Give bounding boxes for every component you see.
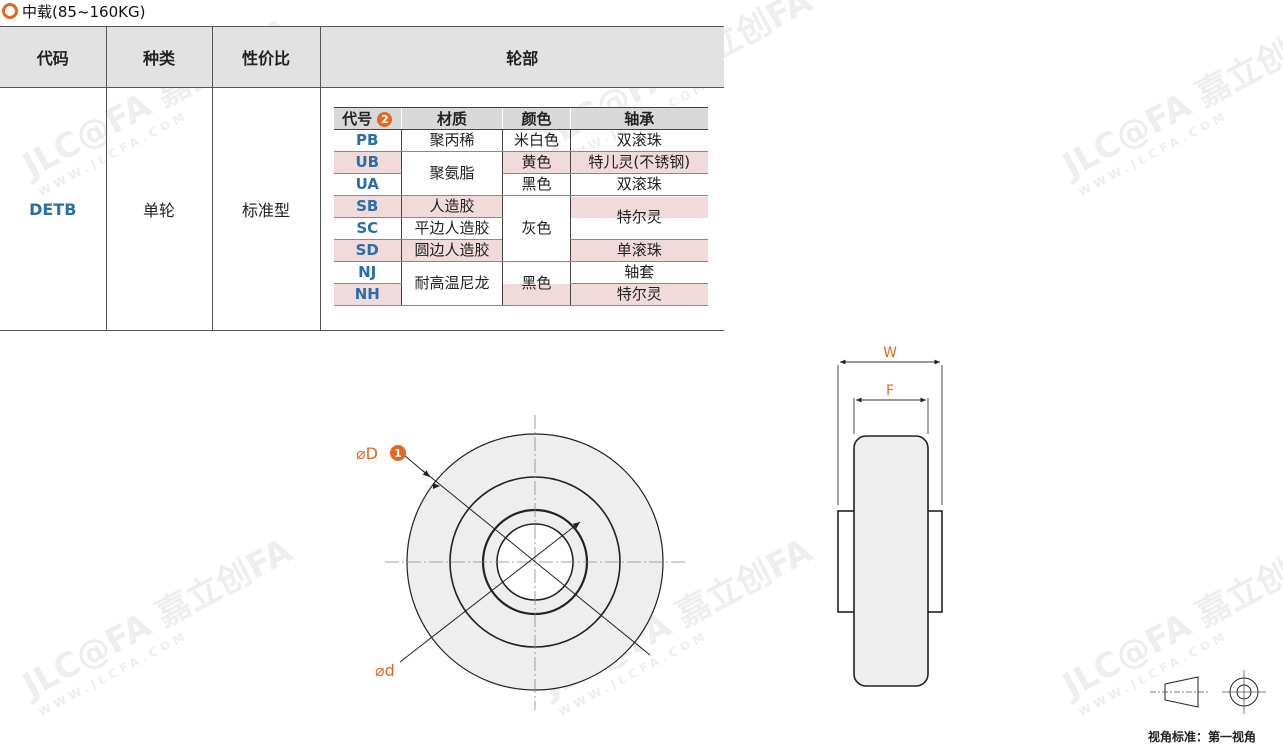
- wheel-bearing: 特尔灵: [570, 283, 708, 306]
- wheel-material: 人造胶: [401, 195, 503, 218]
- wheel-material: 圆边人造胶: [401, 239, 503, 262]
- value-cell: 标准型: [211, 87, 320, 331]
- spec-table: 代码 种类 性价比 轮部 DETB 单轮 标准型 代号 2 材质 颜色 轴承: [0, 26, 724, 331]
- wheel-bearing: 轴套: [570, 261, 708, 284]
- wheel-row: SB 人造胶 灰色 特尔灵: [333, 195, 708, 262]
- wheel-options-table: 代号 2 材质 颜色 轴承 PB 聚丙稀 米白色 双滚珠: [333, 107, 708, 306]
- wheel-header-bearing: 轴承: [570, 107, 708, 130]
- wheel-row: NJ 耐高温尼龙 黑色 轴套: [333, 261, 708, 306]
- wheel-material: 聚氨脂: [401, 151, 503, 196]
- wheel-bearing: 特儿灵(不锈钢): [570, 151, 708, 174]
- wheel-code: UB: [333, 151, 402, 174]
- wheel-row: PB 聚丙稀 米白色 双滚珠: [333, 129, 708, 152]
- width-F-label: F: [886, 383, 894, 399]
- first-angle-projection-icon: [1150, 670, 1266, 714]
- kind-cell: 单轮: [105, 87, 212, 331]
- wheel-code: SC: [333, 217, 402, 240]
- wheel-header-code: 代号 2: [333, 107, 402, 130]
- wheel-code: NJ: [333, 261, 402, 284]
- wheel-color: 米白色: [502, 129, 571, 152]
- wheel-code: PB: [333, 129, 402, 152]
- width-W-label: W: [883, 345, 897, 361]
- circle-bullet-icon: [2, 3, 18, 19]
- wheel-bearing: 单滚珠: [570, 239, 708, 262]
- wheel-header-color: 颜色: [502, 107, 571, 130]
- front-view: [385, 415, 685, 710]
- header-wheel: 轮部: [319, 26, 724, 88]
- dia-D-label: ⌀D: [356, 444, 378, 463]
- svg-text:1: 1: [394, 447, 402, 460]
- wheel-code: UA: [333, 173, 402, 196]
- view-standard-label: 视角标准：第一视角: [1148, 730, 1257, 744]
- wheel-bearing: 双滚珠: [570, 173, 708, 196]
- header-code: 代码: [0, 26, 106, 88]
- side-view: [837, 359, 943, 687]
- wheel-code: SB: [333, 195, 402, 218]
- wheel-material: 聚丙稀: [401, 129, 503, 152]
- wheel-header-row: 代号 2 材质 颜色 轴承: [333, 107, 708, 130]
- wheel-code: NH: [333, 283, 402, 306]
- note-1-badge: 1: [390, 445, 406, 461]
- spec-header-row: 代码 种类 性价比 轮部: [0, 26, 724, 88]
- wheel-row: SC 平边人造胶: [333, 217, 708, 240]
- note-2-badge: 2: [377, 112, 393, 127]
- wheel-row: UA 黑色 双滚珠: [333, 173, 708, 196]
- spec-row: DETB 单轮 标准型 代号 2 材质 颜色 轴承: [0, 87, 724, 331]
- section-heading: 中载(85~160KG): [2, 0, 145, 22]
- wheel-bearing: 双滚珠: [570, 129, 708, 152]
- wheel-cell: 代号 2 材质 颜色 轴承 PB 聚丙稀 米白色 双滚珠: [319, 87, 724, 331]
- wheel-row: NH 特尔灵: [333, 283, 708, 306]
- wheel-color: 黄色: [502, 151, 571, 174]
- wheel-row: UB 聚氨脂 黄色 特儿灵(不锈钢): [333, 151, 708, 196]
- wheel-material: 耐高温尼龙: [401, 261, 503, 306]
- dia-d-label: ⌀d: [375, 661, 395, 680]
- wheel-material: 平边人造胶: [401, 217, 503, 240]
- wheel-color: 黑色: [502, 261, 571, 306]
- wheel-color: 黑色: [502, 173, 571, 196]
- wheel-header-material: 材质: [401, 107, 503, 130]
- code-cell: DETB: [0, 87, 106, 331]
- wheel-bearing: 特尔灵: [570, 195, 708, 240]
- wheel-row: SD 圆边人造胶 单滚珠: [333, 239, 708, 262]
- wheel-code: SD: [333, 239, 402, 262]
- header-kind: 种类: [105, 26, 212, 88]
- wheel-color: 灰色: [502, 195, 571, 262]
- section-title: 中载(85~160KG): [22, 2, 146, 21]
- header-value: 性价比: [211, 26, 320, 88]
